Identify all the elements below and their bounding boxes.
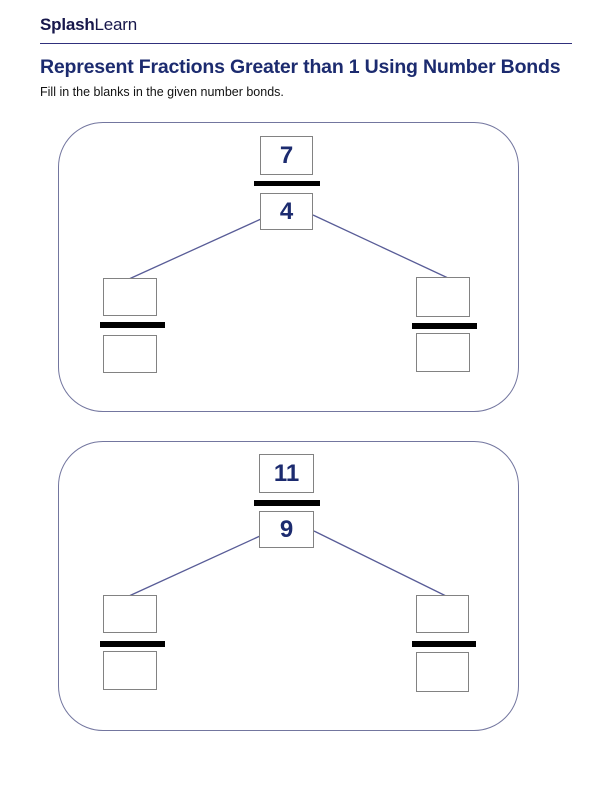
bond1-left-numerator-blank[interactable] (103, 278, 157, 316)
bond1-left-denominator-blank[interactable] (103, 335, 157, 373)
bond2-right-denominator-blank[interactable] (416, 652, 469, 692)
bond1-whole-fraction-bar (254, 181, 320, 186)
bond2-left-numerator-blank[interactable] (103, 595, 157, 633)
bond2-right-fraction-bar (412, 641, 476, 647)
instructions-text: Fill in the blanks in the given number b… (40, 85, 284, 99)
bond2-whole-fraction-bar (254, 500, 320, 506)
bond1-whole-denominator-box: 4 (260, 193, 313, 230)
bond2-whole-numerator-box: 11 (259, 454, 314, 493)
bond2-left-fraction-bar (100, 641, 165, 647)
splashlearn-logo: SplashLearn (40, 15, 137, 35)
header-divider (40, 43, 572, 44)
bond1-right-denominator-blank[interactable] (416, 333, 470, 372)
logo-learn: Learn (94, 15, 138, 34)
bond1-right-fraction-bar (412, 323, 477, 329)
page-title: Represent Fractions Greater than 1 Using… (40, 56, 561, 78)
bond2-right-numerator-blank[interactable] (416, 595, 469, 633)
bond2-left-denominator-blank[interactable] (103, 651, 157, 690)
bond1-whole-numerator-box: 7 (260, 136, 313, 175)
logo-splash: Splash (40, 15, 95, 34)
bond1-right-numerator-blank[interactable] (416, 277, 470, 317)
bond1-left-fraction-bar (100, 322, 165, 328)
bond2-whole-denominator-box: 9 (259, 511, 314, 548)
